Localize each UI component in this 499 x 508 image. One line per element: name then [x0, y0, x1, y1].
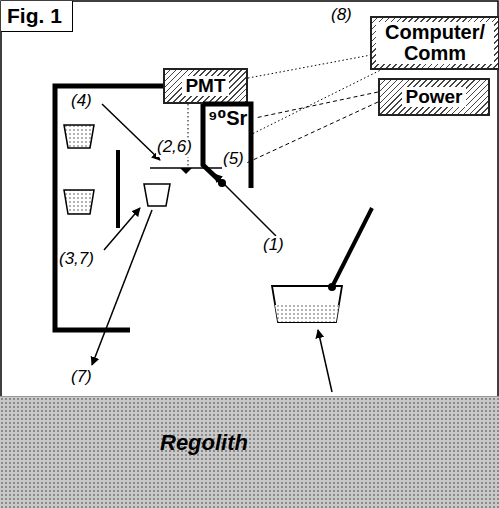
flow-arrow	[104, 208, 140, 250]
flow-arrow	[102, 104, 160, 160]
sample-cup	[64, 125, 94, 148]
scoop	[272, 286, 342, 322]
source-dot	[218, 179, 226, 187]
scoop-sample	[275, 305, 339, 322]
callout-number: (5)	[222, 150, 245, 169]
node-text: Regolith	[160, 431, 248, 454]
callout-number: (1)	[262, 236, 285, 255]
signal-wire	[188, 104, 189, 166]
divider	[116, 150, 120, 228]
pmt-box: PMT	[163, 68, 248, 104]
node-text: ⁹⁰Sr	[208, 108, 247, 129]
sample-cup	[64, 190, 94, 214]
arm-joint	[328, 283, 336, 291]
node-text: Computer/ Comm	[376, 22, 494, 64]
flow-arrow	[92, 210, 152, 365]
flow-arrow	[318, 330, 332, 392]
power-box: Power	[378, 78, 490, 116]
callout-number: (2,6)	[156, 138, 193, 157]
power-wire	[255, 92, 378, 118]
empty-cup	[144, 184, 170, 206]
callout-number: (3,7)	[58, 250, 95, 269]
figure-title: Fig. 1	[1, 1, 73, 32]
callout-number: (8)	[330, 6, 353, 25]
computer-box: Computer/ Comm	[370, 16, 499, 70]
callout-number: (4)	[70, 92, 93, 111]
power-wire	[240, 102, 378, 166]
node-text: PMT	[182, 76, 228, 96]
source-housing: ⁹⁰Sr	[203, 104, 253, 188]
scoop-arm	[332, 208, 372, 287]
signal-wire	[253, 70, 381, 134]
signal-wire	[248, 55, 370, 78]
housing-wall	[203, 104, 251, 188]
flow-arrow	[214, 174, 276, 236]
node-text: Power	[402, 87, 465, 107]
callout-number: (7)	[70, 368, 93, 387]
sample-housing	[55, 86, 165, 330]
regolith-band: Regolith	[0, 396, 499, 508]
plate-cone	[180, 168, 192, 174]
